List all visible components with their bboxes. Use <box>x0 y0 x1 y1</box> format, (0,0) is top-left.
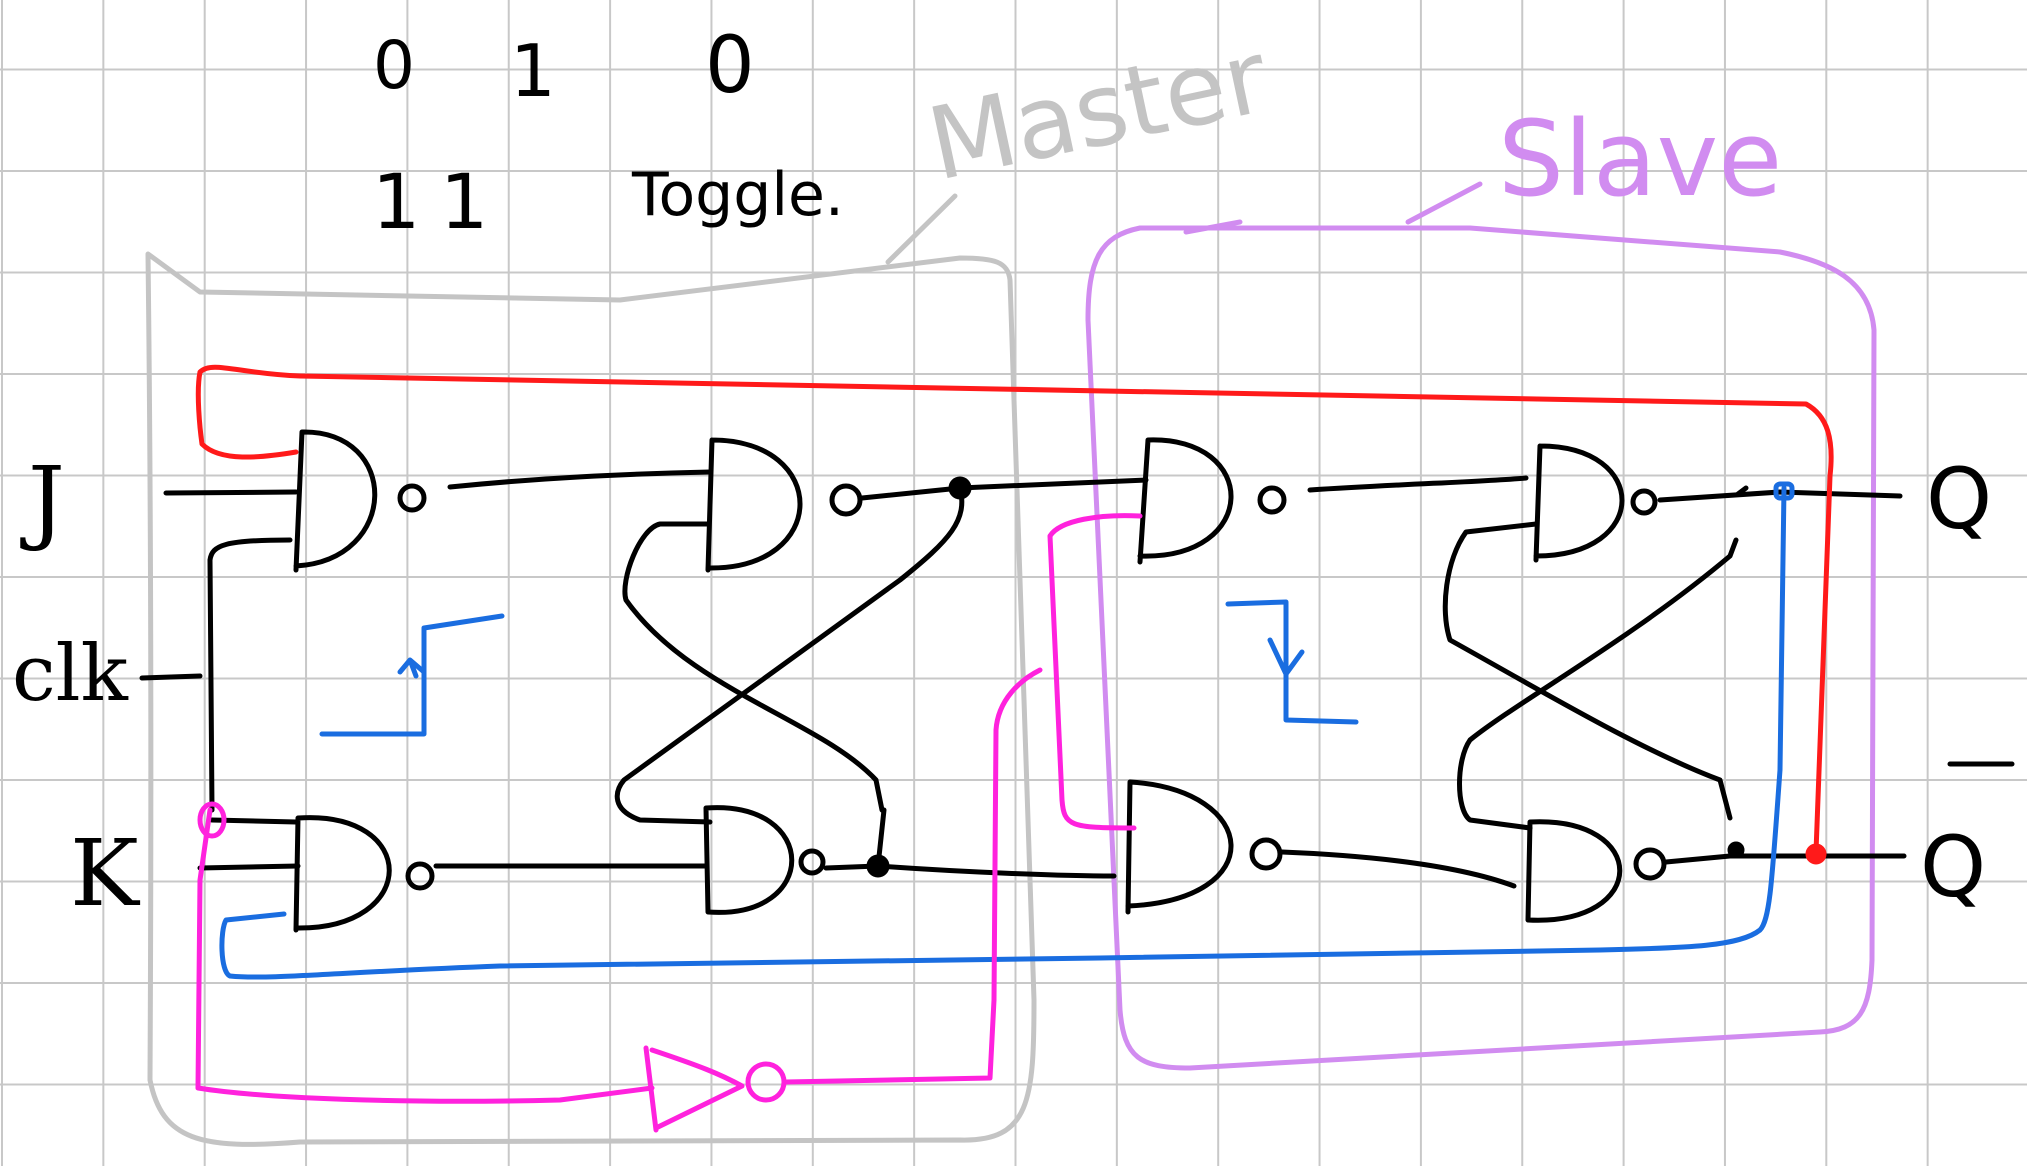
clock-inverter-bubble <box>745 1061 787 1103</box>
slave-nand-bottom-bubble <box>1249 837 1283 871</box>
q-feedback-red <box>195 364 1834 865</box>
slave-cross-a <box>1442 521 1733 821</box>
wire-mqbar-node-vert <box>875 807 887 869</box>
slave-latch-bottom-bubble <box>1633 847 1667 881</box>
slave-out-q <box>1657 489 1903 503</box>
wire-sc-to-sd <box>1279 849 1517 889</box>
clk-split-node <box>197 801 227 839</box>
slave-box-notch <box>1183 219 1243 235</box>
master-latch-bottom-bubble <box>798 848 826 876</box>
master-cross-a <box>614 485 965 825</box>
note-row2-j: 1 <box>372 157 420 246</box>
slave-q-tick <box>1735 485 1749 497</box>
qbar-feedback-wire <box>219 485 1787 980</box>
master-cross-b <box>622 521 885 813</box>
master-nand-k <box>293 815 392 933</box>
clock-inverter-wire-out <box>783 667 1043 1085</box>
slave-label-leader <box>1405 181 1483 225</box>
circuit-wiring <box>139 429 1907 933</box>
clock-inverter-triangle <box>643 1045 745 1133</box>
truth-table-notes: 0 1 0 1 1 Toggle. <box>372 21 844 246</box>
j-input-label: J <box>20 447 65 554</box>
note-row1-k: 1 <box>510 29 556 113</box>
q-feedback-wire <box>195 364 1834 855</box>
note-row1-j: 0 <box>373 27 415 104</box>
slave-latch-nand-top <box>1533 443 1625 563</box>
slave-nand-top <box>1137 437 1234 565</box>
q-bar-output-label: Q <box>1920 818 1986 916</box>
slave-nand-bottom <box>1125 779 1234 915</box>
clock-inverter-wire-in <box>195 807 655 1104</box>
io-labels: J clk K Q Q <box>12 447 2015 927</box>
master-latch-nand-bottom <box>703 805 795 915</box>
rising-edge-marker <box>319 613 505 737</box>
clk-input-wire <box>139 673 203 681</box>
note-row1-q: 0 <box>705 21 755 111</box>
q-feedback-node <box>1805 843 1827 865</box>
wire-sa-to-sb <box>1307 475 1529 493</box>
clock-inverter-magenta <box>195 513 1143 1133</box>
master-latch-nand-top <box>705 437 803 573</box>
slave-latch-top-bubble <box>1630 488 1658 516</box>
note-row2-toggle: Toggle. <box>631 160 844 230</box>
wire-ma-to-mb <box>447 469 713 490</box>
slave-box <box>1085 225 1877 1071</box>
slave-qbar-node <box>1727 841 1745 859</box>
falling-edge-marker <box>1225 599 1359 725</box>
slave-latch-nand-bottom <box>1525 819 1623 923</box>
wire-mqbar-to-slave <box>875 863 1117 879</box>
master-latch-top-bubble <box>829 483 863 517</box>
clk-input-label: clk <box>12 629 129 719</box>
note-row2-k: 1 <box>440 157 488 246</box>
q-output-label: Q <box>1926 450 1992 548</box>
k-input-wire <box>197 863 301 871</box>
slave-cross-b <box>1457 537 1739 831</box>
master-nand-j <box>293 429 378 573</box>
slave-nand-top-bubble <box>1257 485 1287 515</box>
j-input-wire <box>163 489 299 496</box>
wire-mq-to-slave <box>957 477 1149 491</box>
master-box <box>145 251 1037 1147</box>
master-nand-j-bubble <box>397 483 427 513</box>
slave-out-qbar <box>1663 853 1907 865</box>
master-nand-k-bubble <box>405 861 435 891</box>
master-latch-out-top <box>859 485 963 501</box>
qbar-feedback-blue <box>219 481 1795 980</box>
master-label-leader <box>885 193 958 265</box>
clk-vertical-wire <box>207 537 293 813</box>
k-input-label: K <box>70 820 141 927</box>
slave-section: Slave <box>1085 98 1877 1071</box>
slave-clock-wire <box>1047 513 1143 831</box>
slave-label: Slave <box>1498 98 1782 220</box>
master-label: Master <box>919 18 1278 204</box>
qbar-feedback-node <box>1773 481 1795 501</box>
